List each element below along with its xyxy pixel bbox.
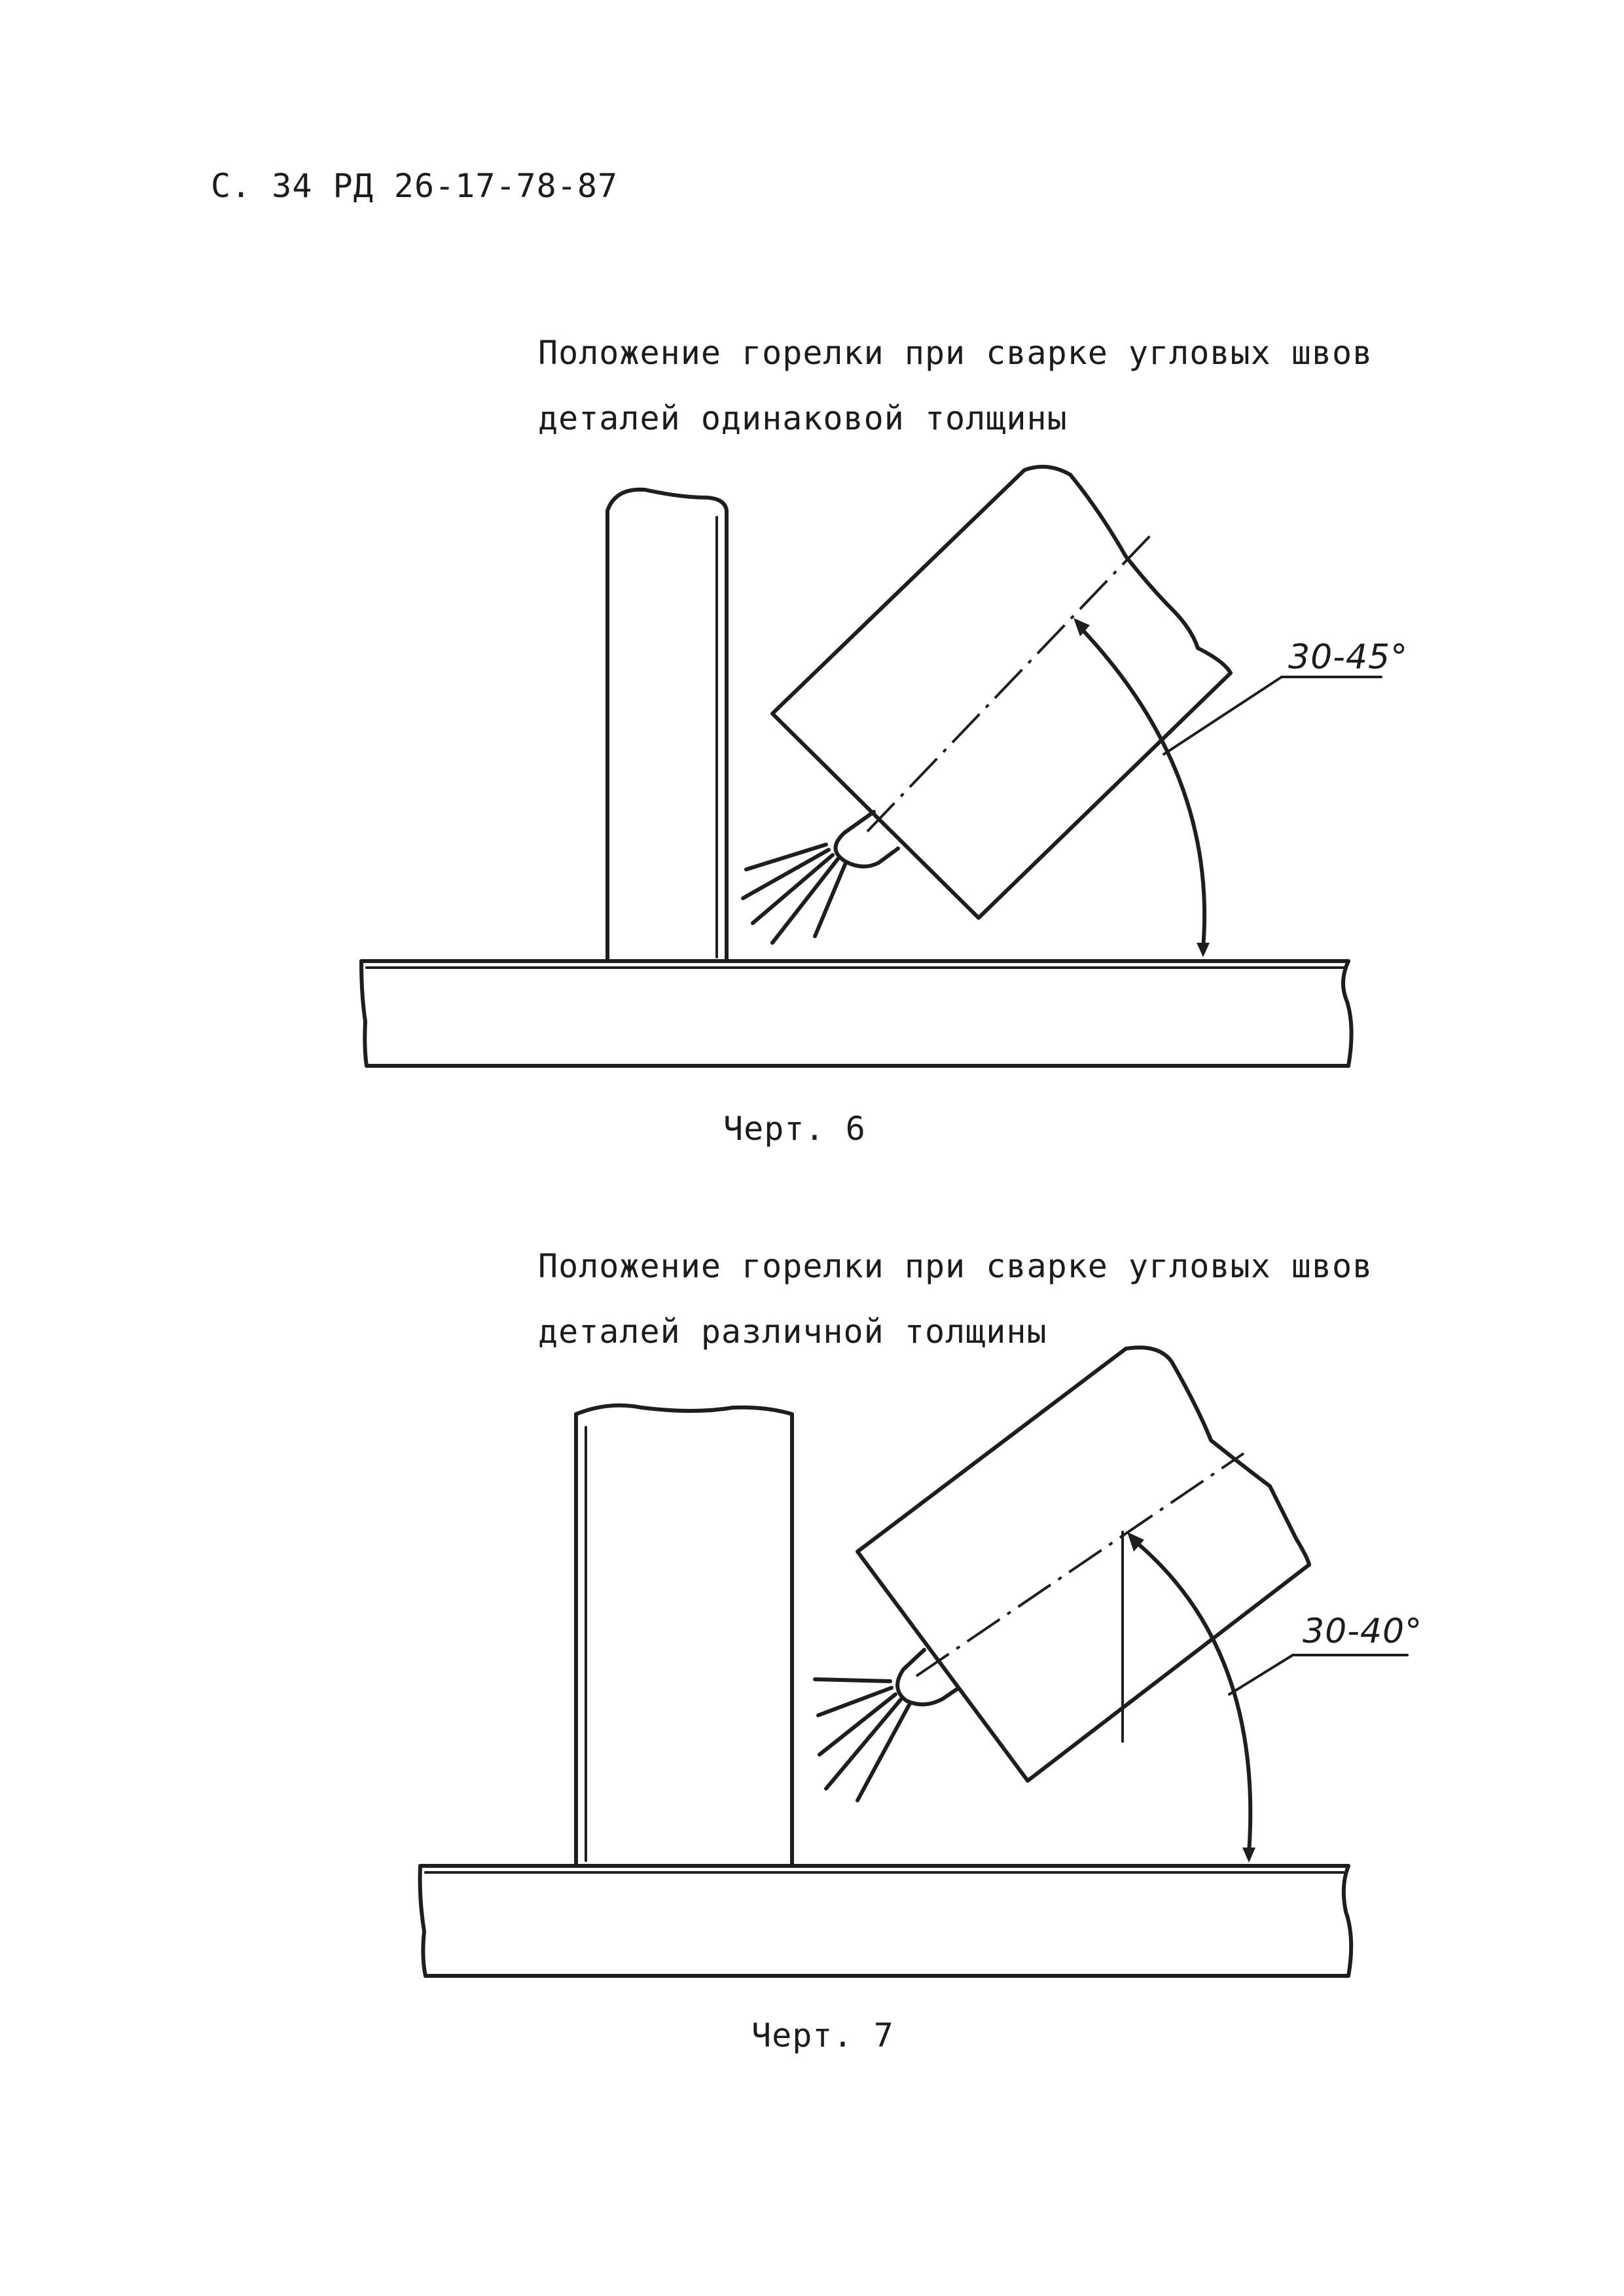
figure7-caption: Черт. 7: [751, 2016, 894, 2054]
figure6-vertical-part: [605, 487, 729, 963]
page-header: С. 34 РД 26-17-78-87: [211, 167, 619, 205]
figure6-base-plate: [359, 959, 1354, 1068]
figure7-arc-spray: [813, 1677, 912, 1802]
figure6-angle-label: 30-45°: [1288, 638, 1409, 677]
figure6-leader: [1163, 676, 1382, 756]
figure7-torch: [856, 1345, 1311, 1783]
figure7-title-line2: деталей различной толщины: [538, 1313, 1047, 1351]
figure6-title-line1: Положение горелки при сварке угловых шво…: [538, 334, 1373, 372]
figure7-angle-label: 30-40°: [1303, 1612, 1423, 1651]
figure7-base-plate: [418, 1864, 1354, 1978]
figure7-drawing: [418, 1345, 1409, 1978]
figure7-angle-arc: [1127, 1532, 1255, 1863]
figure6-caption: Черт. 6: [723, 1110, 866, 1148]
figure7-leader: [1228, 1654, 1409, 1696]
figure6-torch-axis: [866, 529, 1157, 833]
figure7-title-line1: Положение горелки при сварке угловых шво…: [538, 1247, 1373, 1285]
figure7-torch-axis: [915, 1452, 1245, 1677]
figure6-title-line2: деталей одинаковой толщины: [538, 399, 1068, 437]
figure7-vertical-part: [574, 1403, 794, 1868]
figure6-drawing: [359, 464, 1382, 1068]
figure6-arc-spray: [741, 843, 848, 945]
figure6-angle-arc: [1074, 618, 1210, 957]
